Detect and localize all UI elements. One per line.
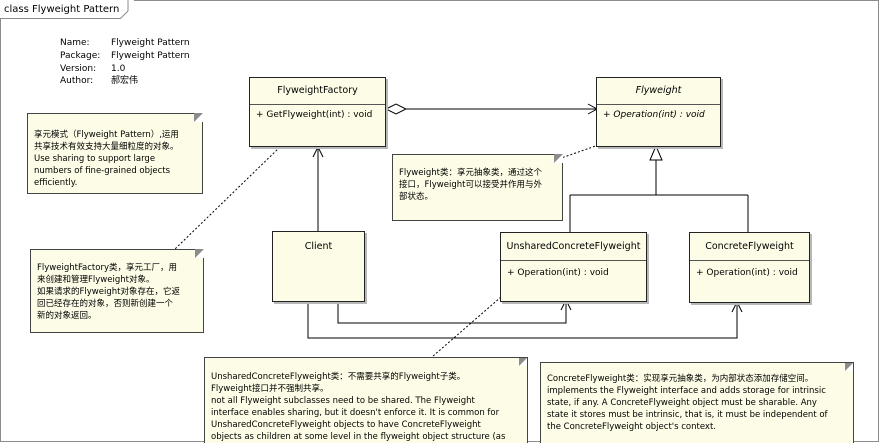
class-operation: + Operation(int) : void <box>696 268 798 278</box>
meta-author: Author:郝宏伟 <box>60 76 139 87</box>
client-factory-arrowhead <box>312 145 324 158</box>
class-operation: + Operation(int) : void <box>507 268 609 278</box>
client-concrete-line <box>307 301 738 339</box>
note-unshared[interactable]: UnsharedConcreteFlyweight类：不需要共享的Flyweig… <box>204 357 528 443</box>
class-operation: + GetFlyweight(int) : void <box>256 110 373 120</box>
factory-note-link <box>174 146 281 250</box>
generalization-triangle <box>649 144 663 161</box>
class-concrete-flyweight[interactable]: ConcreteFlyweight + Operation(int) : voi… <box>689 232 810 303</box>
class-operation: + Operation(int) : void <box>603 110 705 120</box>
class-unshared-concrete-flyweight[interactable]: UnsharedConcreteFlyweight + Operation(in… <box>500 232 647 302</box>
note-pattern[interactable]: 享元模式（Flyweight Pattern）,运用 共享技术有效支持大量细粒度… <box>27 113 203 194</box>
class-client[interactable]: Client <box>272 231 365 302</box>
class-name: FlyweightFactory <box>250 78 385 105</box>
aggregation-diamond <box>384 103 408 115</box>
class-name: Flyweight <box>597 78 720 105</box>
client-unshared-line <box>337 300 567 324</box>
diagram-metadata: Name:Flyweight Pattern Package:Flyweight… <box>60 37 190 88</box>
meta-version: Version:1.0 <box>60 63 126 74</box>
meta-package: Package:Flyweight Pattern <box>60 50 190 61</box>
class-name: UnsharedConcreteFlyweight <box>501 233 646 261</box>
class-flyweight-factory[interactable]: FlyweightFactory + GetFlyweight(int) : v… <box>249 77 386 147</box>
unshared-note-link <box>431 296 502 358</box>
note-factory[interactable]: FlyweightFactory类，享元工厂，用 来创建和管理Flyweight… <box>30 249 204 333</box>
class-name: ConcreteFlyweight <box>690 233 809 261</box>
frame-tab-corner <box>120 0 134 19</box>
note-concrete[interactable]: ConcreteFlyweight类：实现享元抽象类，为内部状态添加存储空间。 … <box>540 362 854 443</box>
class-flyweight[interactable]: Flyweight + Operation(int) : void <box>596 77 721 147</box>
note-flyweight[interactable]: Flyweight类：享元抽象类，通过这个 接口，Flyweight可以接受并作… <box>392 154 563 221</box>
class-name: Client <box>304 241 333 252</box>
meta-name: Name:Flyweight Pattern <box>60 38 190 48</box>
